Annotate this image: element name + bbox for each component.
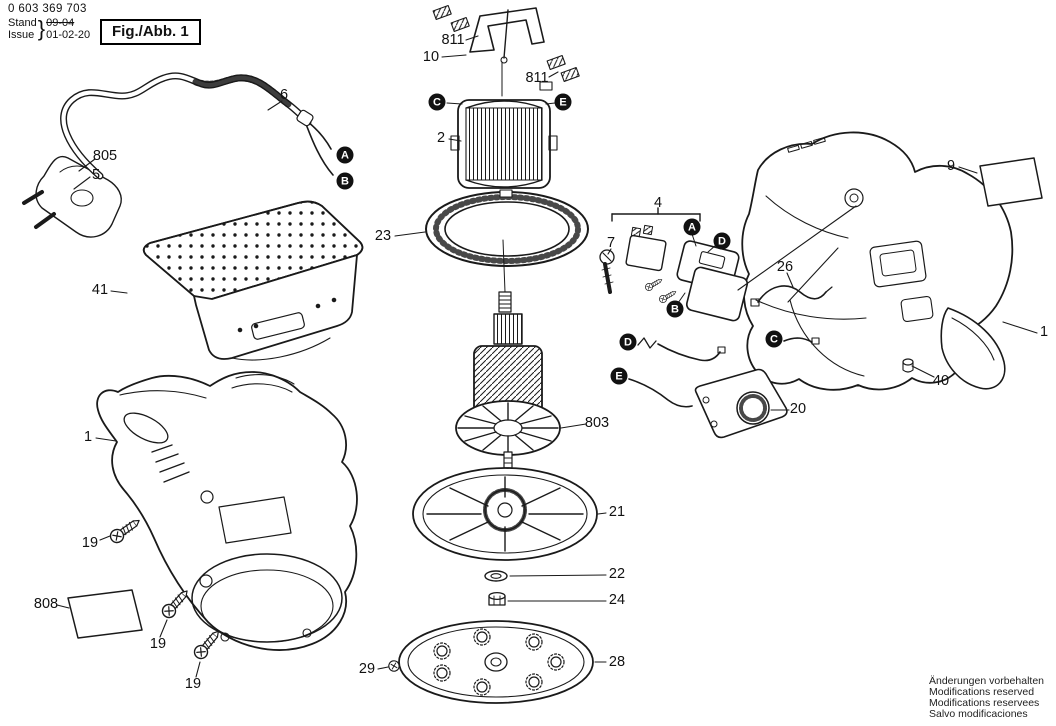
stand-label: Stand	[8, 17, 37, 29]
wire-e	[628, 378, 693, 408]
date-current: 01-02-20	[46, 29, 91, 41]
backing-pad	[412, 467, 598, 561]
lock-nut	[488, 591, 506, 606]
bearing-ring	[425, 189, 589, 267]
armature	[455, 239, 561, 469]
label-808	[67, 589, 143, 639]
power-plug	[22, 155, 122, 238]
modification-notices: Änderungen vorbehalten Modifications res…	[929, 676, 1044, 720]
stator	[446, 61, 558, 189]
issue-brace: }	[37, 16, 46, 41]
label-9	[979, 157, 1043, 207]
screw-19-b	[159, 585, 193, 621]
switch-parts-top	[432, 4, 580, 91]
wire-d	[637, 337, 726, 362]
date-superseded: 09-04	[46, 17, 75, 29]
wire-c	[783, 337, 820, 345]
notice-en: Modifications reserved	[928, 686, 1035, 698]
switch-assembly	[599, 207, 749, 322]
screw-19-a	[107, 514, 144, 546]
rear-housing	[741, 131, 1014, 391]
speed-control-plate	[694, 368, 788, 439]
document-number: 0 603 369 703	[8, 3, 87, 15]
washer	[484, 570, 508, 582]
notice-de: Änderungen vorbehalten	[928, 675, 1044, 687]
leader-lines	[56, 35, 1038, 678]
notice-fr: Modifications reservees	[928, 697, 1040, 709]
figure-label: Fig./Abb. 1	[100, 19, 201, 45]
screw-19-c	[191, 626, 225, 662]
dust-box	[142, 200, 364, 361]
power-cable	[60, 72, 334, 180]
main-housing	[96, 371, 358, 651]
sanding-plate	[398, 620, 594, 704]
notice-es: Salvo modificaciones	[928, 708, 1028, 720]
issue-label: Issue	[8, 29, 35, 41]
issue-block: Stand Issue } 09-04 01-02-20	[8, 17, 90, 41]
wire-26	[750, 285, 833, 307]
title-block: 0 603 369 703 Stand Issue } 09-04 01-02-…	[8, 3, 90, 41]
